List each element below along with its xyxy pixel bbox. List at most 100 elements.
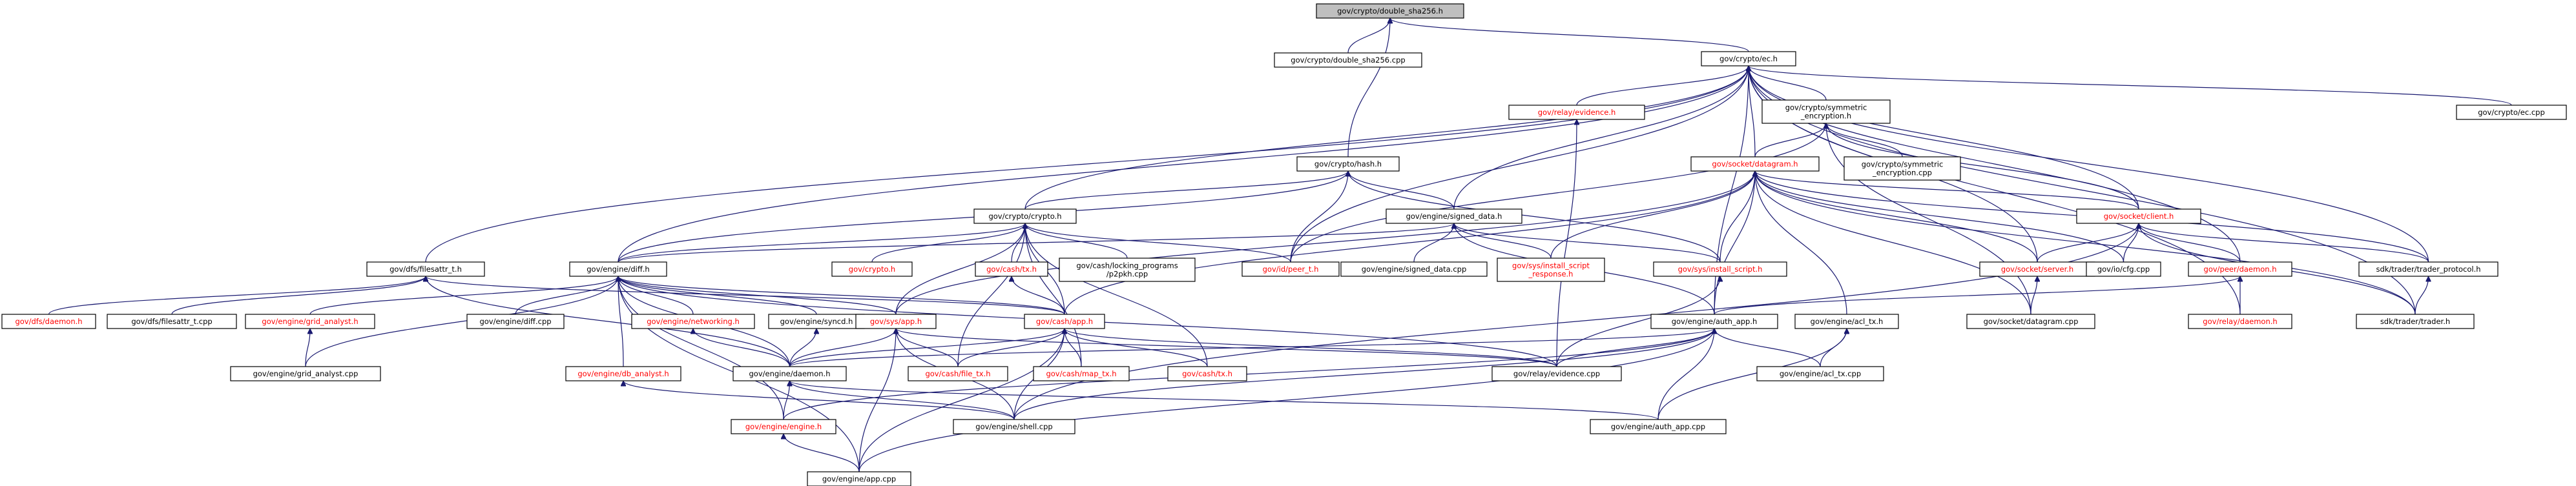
- node-label: gov/relay/evidence.h: [1538, 108, 1616, 117]
- node-hash-h[interactable]: gov/crypto/hash.h: [1296, 156, 1400, 172]
- node-server-h[interactable]: gov/socket/server.h: [1979, 261, 2095, 277]
- node-crypto-h[interactable]: gov/crypto/crypto.h: [973, 208, 1077, 224]
- node-ec-h[interactable]: gov/crypto/ec.h: [1701, 51, 1796, 66]
- node-grid-h[interactable]: gov/engine/grid_analyst.h: [245, 314, 375, 329]
- node-diff-h[interactable]: gov/engine/diff.h: [569, 261, 667, 277]
- edge-evidence_cpp-to-install_h: [1556, 276, 1720, 367]
- node-box: [1756, 366, 1884, 381]
- edge-datagram_cpp-to-datagram_h: [1755, 171, 2031, 315]
- node-box: [2456, 105, 2567, 120]
- node-cashtx2-h[interactable]: gov/cash/tx.h: [1167, 366, 1247, 381]
- node-sysapp-h[interactable]: gov/sys/app.h: [855, 314, 937, 329]
- edge-cfg_cpp-to-client_h: [2123, 223, 2139, 263]
- edge-mapt_h-to-cashapp_h: [1065, 329, 1082, 367]
- node-authapp-h[interactable]: gov/engine/auth_app.h: [1650, 314, 1778, 329]
- node-label: gov/crypto.h: [849, 265, 895, 274]
- node-filetx-h[interactable]: gov/cash/file_tx.h: [908, 366, 1008, 381]
- node-datagram-h[interactable]: gov/socket/datagram.h: [1690, 156, 1820, 172]
- node-label: gov/crypto/hash.h: [1314, 159, 1382, 168]
- node-label: gov/engine/app.cpp: [822, 474, 896, 483]
- node-label: gov/engine/grid_analyst.cpp: [253, 369, 358, 378]
- edge-client_h-to-datagram_h: [1755, 170, 2139, 210]
- node-signed-cpp[interactable]: gov/engine/signed_data.cpp: [1340, 261, 1488, 277]
- node-box: [569, 261, 667, 277]
- node-authapp-cpp[interactable]: gov/engine/auth_app.cpp: [1590, 419, 1727, 434]
- node-sym-h[interactable]: gov/crypto/symmetric_encryption.h: [1761, 99, 1891, 124]
- node-label: gov/engine/networking.h: [647, 317, 740, 326]
- node-label: gov/crypto/symmetric: [1785, 103, 1867, 112]
- node-client-h[interactable]: gov/socket/client.h: [2076, 208, 2201, 224]
- node-box: [1653, 261, 1787, 277]
- edge-evidence_cpp-to-cashapp_h: [1065, 328, 1557, 367]
- node-box: [2188, 261, 2292, 277]
- node-box: [1966, 314, 2095, 329]
- node-cashtx-h[interactable]: gov/cash/tx.h: [975, 261, 1048, 277]
- node-peer-h[interactable]: gov/id/peer_t.h: [1241, 261, 1340, 277]
- node-label: gov/engine/grid_analyst.h: [262, 317, 358, 326]
- edge-app_cpp-to-engine_h: [784, 433, 860, 472]
- node-p2pkh[interactable]: gov/cash/locking_programs/p2pkh.cpp: [1059, 258, 1196, 282]
- node-cashapp-h[interactable]: gov/cash/app.h: [1024, 314, 1105, 329]
- edge-proto_h-to-client_h: [2139, 223, 2429, 263]
- node-diff-cpp[interactable]: gov/engine/diff.cpp: [466, 314, 565, 329]
- node-shell-cpp[interactable]: gov/engine/shell.cpp: [953, 419, 1075, 434]
- node-label: gov/peer/daemon.h: [2204, 265, 2277, 274]
- node-label: gov/sys/install_script.h: [1678, 265, 1763, 274]
- node-label: gov/socket/datagram.cpp: [1984, 317, 2079, 326]
- edge-peerd_h-to-client_h: [2139, 223, 2241, 263]
- node-acltx-cpp[interactable]: gov/engine/acl_tx.cpp: [1756, 366, 1884, 381]
- node-evidence-h[interactable]: gov/relay/evidence.h: [1508, 105, 1645, 120]
- node-label: gov/socket/client.h: [2104, 212, 2174, 221]
- node-box: [1, 314, 96, 329]
- node-syncd-h[interactable]: gov/engine/syncd.h: [768, 314, 865, 329]
- edge-trader_h-to-proto_h: [2415, 276, 2429, 315]
- node-root[interactable]: gov/crypto/double_sha256.h: [1316, 3, 1464, 19]
- node-signed-h[interactable]: gov/engine/signed_data.h: [1386, 208, 1522, 224]
- node-db-h[interactable]: gov/engine/db_analyst.h: [565, 366, 681, 381]
- edge-mapt_h-to-crypto_h: [1025, 223, 1082, 367]
- node-engd-h[interactable]: gov/engine/daemon.h: [732, 366, 847, 381]
- node-peerd-h[interactable]: gov/peer/daemon.h: [2188, 261, 2292, 277]
- node-engine-h[interactable]: gov/engine/engine.h: [731, 419, 836, 434]
- node-label: gov/crypto/double_sha256.cpp: [1291, 56, 1405, 65]
- node-datagram-cpp[interactable]: gov/socket/datagram.cpp: [1966, 314, 2095, 329]
- edge-syncd_h-to-diff_h: [618, 276, 817, 315]
- node-label: gov/io/cfg.cpp: [2097, 265, 2150, 274]
- edge-server_h-to-client_h: [2037, 223, 2139, 263]
- node-trader-h[interactable]: sdk/trader/trader.h: [2356, 314, 2475, 329]
- node-label: gov/sys/install_script: [1512, 261, 1590, 270]
- edge-install_h-to-signed_h: [1454, 223, 1721, 263]
- node-filesattr-h[interactable]: gov/dfs/filesattr_t.h: [366, 261, 485, 277]
- edge-engine_h-to-diff_h: [618, 276, 784, 420]
- node-evidence-cpp[interactable]: gov/relay/evidence.cpp: [1491, 366, 1622, 381]
- edge-install_resp-to-datagram_h: [1550, 171, 1755, 259]
- edge-install_h-to-hash_h: [1348, 171, 1721, 263]
- node-acltx-h[interactable]: gov/engine/acl_tx.h: [1794, 314, 1899, 329]
- node-dfsdaemon-h[interactable]: gov/dfs/daemon.h: [1, 314, 96, 329]
- edge-diff_h-to-crypto_h: [618, 223, 1025, 263]
- edge-datagram_h-to-sym_h: [1754, 123, 1826, 157]
- node-relayd-h[interactable]: gov/relay/daemon.h: [2188, 314, 2292, 329]
- node-crypto-red[interactable]: gov/crypto.h: [831, 261, 913, 277]
- node-dsha-cpp[interactable]: gov/crypto/double_sha256.cpp: [1274, 52, 1422, 68]
- edge-signed_h-to-hash_h: [1348, 170, 1455, 210]
- node-filesattr-cpp[interactable]: gov/dfs/filesattr_t.cpp: [107, 314, 237, 329]
- edge-ec_h-to-root: [1390, 17, 1749, 52]
- node-mapt-h[interactable]: gov/cash/map_tx.h: [1033, 366, 1130, 381]
- edge-app_cpp-to-authapp_h: [858, 329, 1714, 472]
- node-proto-h[interactable]: sdk/trader/trader_protocol.h: [2358, 261, 2498, 277]
- node-label: gov/engine/acl_tx.h: [1811, 317, 1884, 326]
- node-install-resp[interactable]: gov/sys/install_script_response.h: [1497, 258, 1605, 282]
- node-label: gov/engine/syncd.h: [780, 317, 853, 326]
- node-cfg-cpp[interactable]: gov/io/cfg.cpp: [2086, 261, 2161, 277]
- node-sym-cpp[interactable]: gov/crypto/symmetric_encryption.cpp: [1844, 156, 1961, 181]
- node-install-h[interactable]: gov/sys/install_script.h: [1653, 261, 1787, 277]
- node-ec-cpp[interactable]: gov/crypto/ec.cpp: [2456, 105, 2567, 120]
- edge-authapp_cpp-to-acltx_h: [1657, 329, 1847, 420]
- node-app-cpp[interactable]: gov/engine/app.cpp: [807, 471, 911, 486]
- node-net-h[interactable]: gov/engine/networking.h: [631, 314, 755, 329]
- node-label: gov/cash/file_tx.h: [925, 369, 990, 378]
- node-box: [908, 366, 1008, 381]
- node-grid-cpp[interactable]: gov/engine/grid_analyst.cpp: [230, 366, 381, 381]
